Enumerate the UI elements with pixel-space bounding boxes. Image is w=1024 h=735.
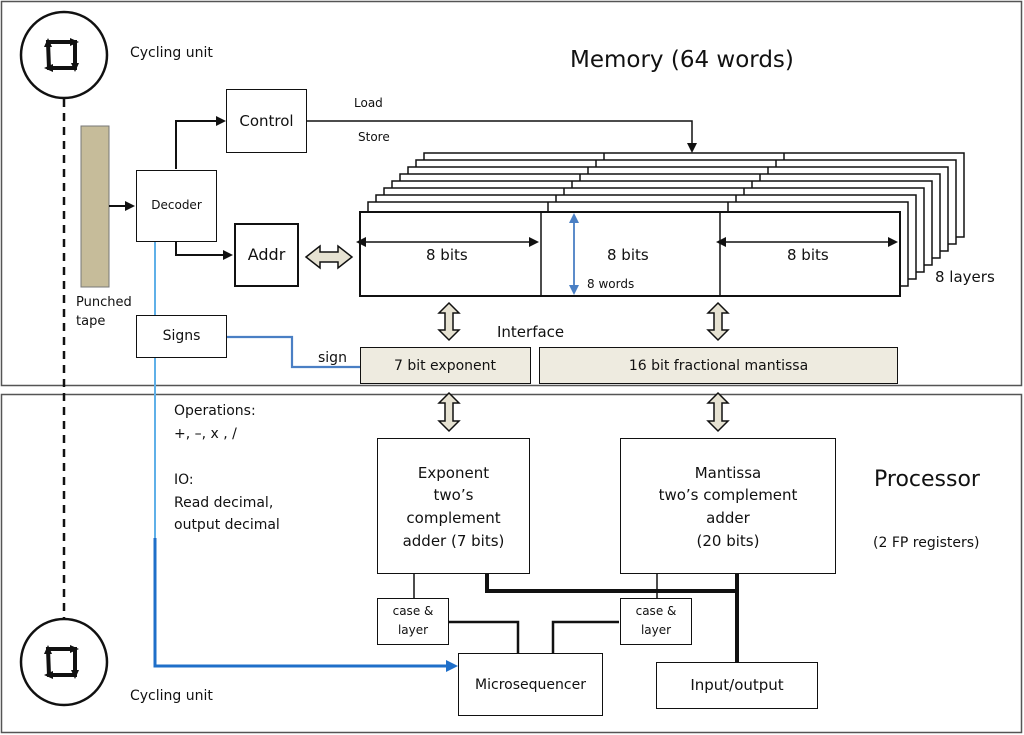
decoder-box	[136, 170, 217, 242]
case2-line-1: case &	[635, 604, 677, 618]
input-output-label: Input/output	[690, 676, 784, 694]
signs-label: Signs	[162, 328, 201, 344]
exponent-field	[360, 347, 531, 384]
io-line-2: output decimal	[174, 517, 280, 533]
memory-front-layer	[356, 211, 901, 297]
mantissa-field-label: 16 bit fractional mantissa	[628, 358, 809, 374]
man-adder-line-1: Mantissa	[694, 464, 762, 482]
operations-title: Operations:	[174, 403, 256, 419]
addr-label: Addr	[247, 245, 286, 264]
case2-to-microsequencer	[551, 620, 619, 653]
words-label: 8 words	[587, 277, 635, 291]
store-label: Store	[358, 130, 390, 144]
punched-tape	[80, 125, 110, 288]
processor-title: Processor	[874, 467, 980, 492]
io-title: IO:	[174, 472, 194, 488]
column-1-label: 8 bits	[426, 246, 468, 264]
cycling-unit-top-icon	[19, 10, 109, 100]
exp-adder-line-4: adder (7 bits)	[402, 532, 505, 550]
mantissa-adder-box	[620, 438, 836, 574]
io-line-1: Read decimal,	[174, 495, 274, 511]
column-3-label: 8 bits	[787, 246, 829, 264]
processor-section-frame	[0, 393, 1023, 734]
interface-label: Interface	[497, 323, 565, 341]
decoder-label: Decoder	[151, 198, 202, 212]
sign-label: sign	[318, 350, 347, 366]
case-layer-box-2	[620, 598, 692, 645]
microsequencer-box	[458, 653, 603, 716]
interface-man-adder-arrow	[706, 391, 730, 433]
signs-to-interface-line	[227, 335, 380, 369]
addr-memory-block-arrow	[304, 244, 354, 270]
exponent-adder-box	[377, 438, 530, 574]
case1-line-1: case &	[392, 604, 434, 618]
punched-tape-label-1: Punched	[76, 295, 132, 310]
signs-box	[136, 315, 227, 358]
addr-box	[234, 223, 299, 287]
case-layer-box-1	[377, 598, 449, 645]
decoder-to-addr-arrow	[175, 241, 233, 260]
punched-tape-label-2: tape	[76, 314, 106, 329]
case2-line-2: layer	[640, 623, 672, 637]
control-to-memory-arrow	[306, 120, 697, 153]
control-label: Control	[239, 112, 294, 130]
memory-section-frame	[0, 0, 1023, 387]
cycling-unit-bottom-icon	[19, 617, 109, 707]
control-box	[226, 89, 307, 153]
exp-adder-line-2: two’s	[433, 486, 474, 504]
man-adder-line-4: (20 bits)	[696, 532, 760, 550]
operations-list: +, –, x , /	[174, 426, 237, 442]
man-adder-line-3: adder	[706, 509, 750, 527]
decoder-to-control-arrow	[175, 116, 226, 169]
cycling-unit-top-label: Cycling unit	[130, 45, 213, 61]
interface-exp-adder-arrow	[437, 391, 461, 433]
memory-interface-right-arrow	[706, 301, 730, 342]
registers-label: (2 FP registers)	[873, 535, 980, 551]
exp-to-man-bus	[485, 573, 737, 593]
microsequencer-label: Microsequencer	[475, 677, 586, 693]
exp-adder-line-1: Exponent	[417, 464, 490, 482]
case1-to-microsequencer	[448, 620, 520, 653]
cycling-unit-bottom-label: Cycling unit	[130, 688, 213, 704]
input-output-box	[656, 662, 818, 709]
load-label: Load	[354, 96, 383, 110]
column-2-label: 8 bits	[607, 246, 649, 264]
exp-adder-line-3: complement	[406, 509, 501, 527]
signs-to-microsequencer-arrow	[153, 538, 458, 672]
case1-line-2: layer	[397, 623, 429, 637]
memory-interface-left-arrow	[437, 301, 461, 342]
layers-label: 8 layers	[935, 268, 995, 286]
memory-title: Memory (64 words)	[570, 47, 794, 73]
mantissa-field	[539, 347, 898, 384]
exponent-field-label: 7 bit exponent	[393, 358, 497, 374]
man-adder-line-2: two’s complement	[658, 486, 798, 504]
